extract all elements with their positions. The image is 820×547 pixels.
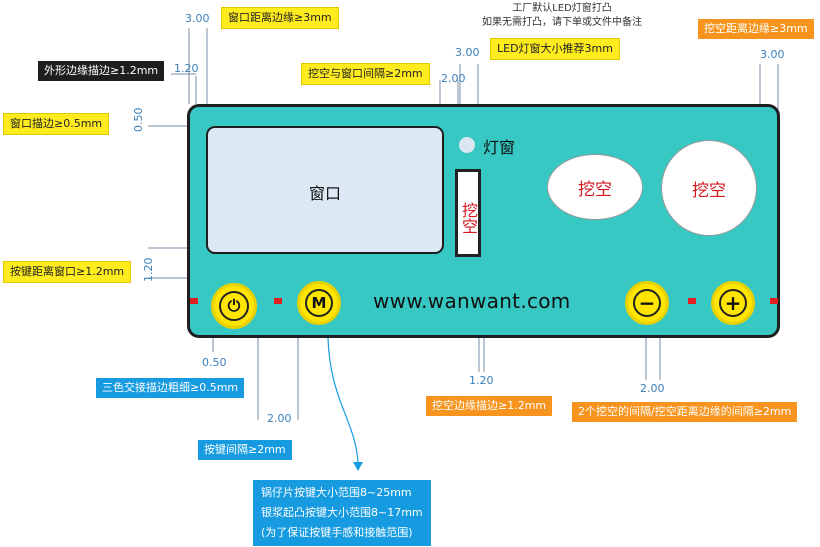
led-note: 工厂默认LED灯窗打凸 如果无需打凸，请下单或文件中备注 (472, 2, 652, 30)
label-tricolor-stroke: 三色交接描边粗细≥0.5mm (96, 378, 245, 398)
red-mark (688, 298, 696, 304)
red-mark (190, 298, 198, 304)
led-note-line-1: 工厂默认LED灯窗打凸 (512, 3, 612, 14)
plus-key[interactable]: + (711, 281, 755, 325)
dim-3-00-right: 3.00 (760, 48, 785, 61)
plus-icon: + (719, 289, 747, 317)
power-key[interactable]: ⏻ (211, 283, 257, 329)
label-cut-window-gap: 挖空与窗口间隔≥2mm (301, 63, 430, 85)
label-key-gap: 按键间隔≥2mm (198, 440, 292, 460)
dim-2-00-top: 2.00 (441, 72, 466, 85)
led-note-line-2: 如果无需打凸，请下单或文件中备注 (482, 17, 642, 28)
dim-2-00-cut: 2.00 (640, 382, 665, 395)
dim-3-00-left: 3.00 (185, 12, 210, 25)
label-cut-gap: 2个挖空的间隔/挖空距离边缘的间隔≥2mm (572, 402, 798, 422)
dim-1-20-left: 1.20 (174, 62, 199, 75)
m-icon: M (305, 289, 333, 317)
minus-icon: − (633, 289, 661, 317)
menu-key[interactable]: M (297, 281, 341, 325)
cutout-circle: 挖空 (661, 140, 757, 236)
dim-3-00-led: 3.00 (455, 46, 480, 59)
label-window-stroke: 窗口描边≥0.5mm (3, 113, 110, 135)
key-size-line-2: 银浆起凸按键大小范围8~17mm (261, 506, 423, 519)
cutout-oval: 挖空 (547, 154, 643, 220)
website-text: www.wanwant.com (373, 289, 571, 313)
key-size-line-1: 锅仔片按键大小范围8~25mm (261, 486, 412, 499)
red-mark (770, 298, 778, 304)
label-cut-edge-stroke: 挖空边缘描边≥1.2mm (426, 396, 553, 416)
led-label: 灯窗 (483, 138, 516, 157)
label-outline-stroke: 外形边缘描边≥1.2mm (38, 61, 165, 81)
key-size-line-3: (为了保证按键手感和接触范围) (261, 526, 413, 539)
cutout-vertical: 挖空 (455, 169, 481, 257)
label-cut-to-edge: 挖空距离边缘≥3mm (698, 19, 814, 39)
window-label: 窗口 (308, 184, 341, 203)
dim-1-20-cut: 1.20 (469, 374, 494, 387)
label-window-to-edge: 窗口距离边缘≥3mm (221, 7, 339, 29)
dim-0-50-left: 0.50 (132, 107, 145, 133)
dim-0-50-bottom: 0.50 (202, 356, 227, 369)
dim-2-00-bottom: 2.00 (267, 412, 292, 425)
power-icon: ⏻ (219, 291, 249, 321)
red-mark (274, 298, 282, 304)
label-led-size: LED灯窗大小推荐3mm (490, 38, 620, 60)
minus-key[interactable]: − (625, 281, 669, 325)
dim-1-20-key: 1.20 (142, 257, 155, 283)
label-key-size: 锅仔片按键大小范围8~25mm 银浆起凸按键大小范围8~17mm (为了保证按键… (253, 480, 431, 546)
led-light-icon (459, 137, 475, 153)
display-window: 窗口 (206, 126, 444, 254)
label-key-to-window: 按键距离窗口≥1.2mm (3, 261, 132, 283)
